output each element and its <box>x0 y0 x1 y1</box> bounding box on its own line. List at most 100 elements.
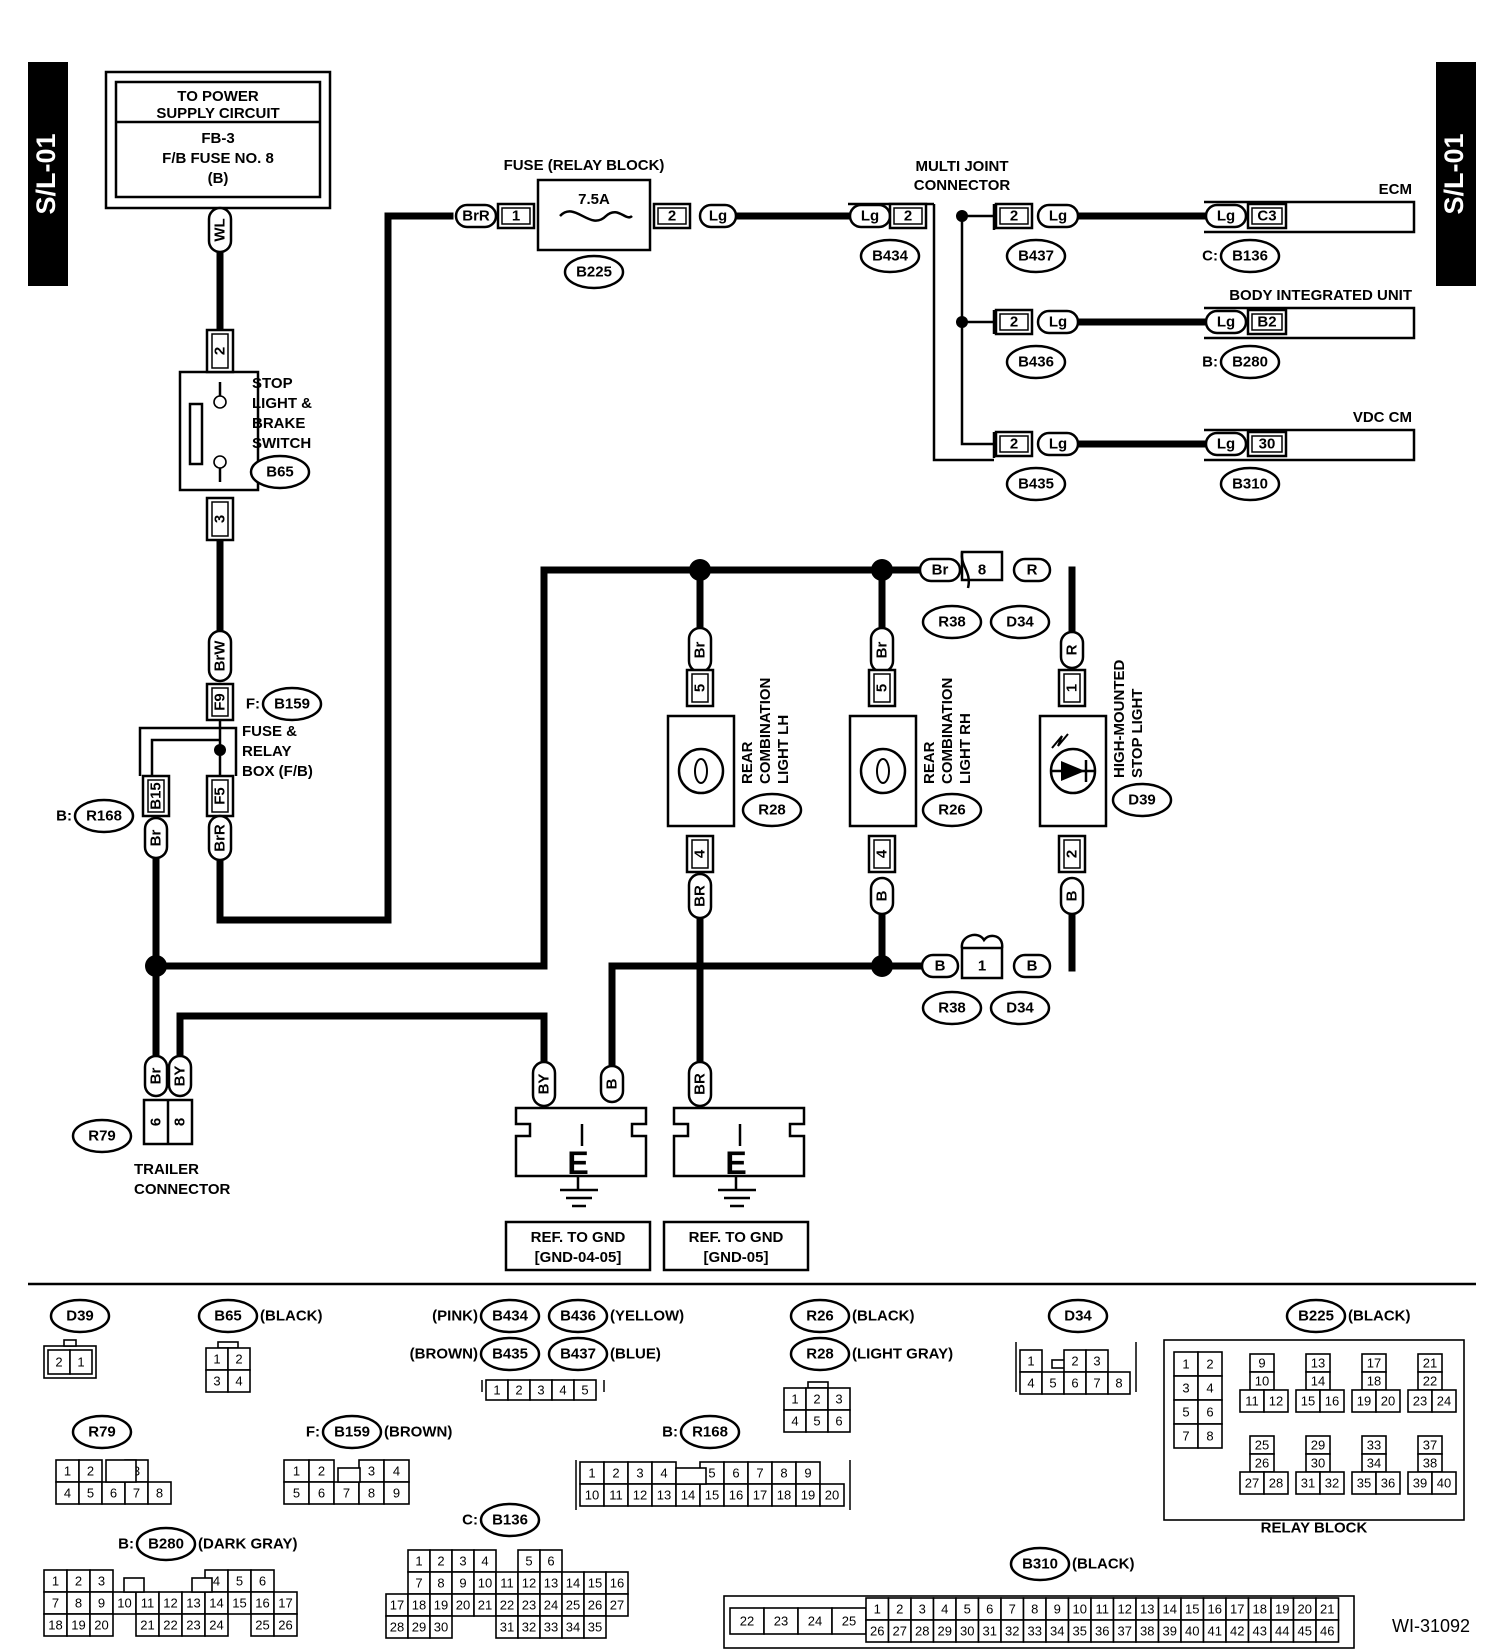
fb-l2: RELAY <box>242 743 291 760</box>
svg-text:16: 16 <box>1208 1602 1222 1617</box>
svg-text:F:: F: <box>306 1424 320 1441</box>
legend-b225-h3: 33 <box>1361 1435 1387 1455</box>
svg-text:R: R <box>1027 562 1038 579</box>
svg-text:10: 10 <box>1255 1374 1269 1389</box>
svg-text:19: 19 <box>801 1488 815 1503</box>
svg-text:B: B <box>874 890 891 901</box>
power-line-5: (B) <box>208 170 229 187</box>
connector-id-D34: D34 <box>989 604 1051 640</box>
svg-text:7: 7 <box>415 1576 422 1591</box>
svg-text:1: 1 <box>77 1355 84 1370</box>
power-line-1: TO POWER <box>177 88 259 105</box>
legend-b225-g4b: 22 <box>1417 1371 1443 1391</box>
svg-text:B: B <box>935 958 946 975</box>
svg-text:6: 6 <box>110 1486 117 1501</box>
svg-text:3: 3 <box>1182 1381 1189 1396</box>
svg-text:8: 8 <box>437 1576 444 1591</box>
switch-l1: STOP <box>252 375 293 392</box>
legend-b225-g4: 21 <box>1417 1353 1443 1373</box>
svg-text:5: 5 <box>813 1414 820 1429</box>
svg-text:8: 8 <box>1031 1602 1038 1617</box>
switch-l3: BRAKE <box>252 415 305 432</box>
ground-2: E REF. TO GND [GND-05] <box>662 1106 810 1272</box>
svg-text:1: 1 <box>1182 1357 1189 1372</box>
svg-text:16: 16 <box>255 1596 269 1611</box>
svg-text:4: 4 <box>692 849 709 858</box>
svg-text:16: 16 <box>1325 1394 1339 1409</box>
svg-text:2: 2 <box>55 1355 62 1370</box>
svg-text:13: 13 <box>657 1488 671 1503</box>
svg-text:R38: R38 <box>938 1000 966 1017</box>
svg-text:23: 23 <box>186 1618 200 1633</box>
power-supply-box: TO POWER SUPPLY CIRCUIT FB-3 F/B FUSE NO… <box>104 70 332 210</box>
svg-text:33: 33 <box>1028 1624 1042 1639</box>
wire-tag: Br <box>918 557 962 583</box>
legend-id-D39: D39 <box>49 1298 111 1334</box>
wire-tag: B <box>920 953 960 979</box>
legend-b225-g3: 17 <box>1361 1353 1387 1373</box>
svg-text:18: 18 <box>1367 1374 1381 1389</box>
svg-text:B2: B2 <box>1257 314 1276 331</box>
svg-text:18: 18 <box>777 1488 791 1503</box>
svg-text:27: 27 <box>1245 1476 1259 1491</box>
legend-b225-g1: 9 <box>1249 1353 1275 1373</box>
svg-text:11: 11 <box>141 1596 155 1611</box>
wire-tag: BR <box>687 872 713 920</box>
svg-text:R38: R38 <box>938 614 966 631</box>
pin-box: C3 <box>1246 202 1288 230</box>
svg-text:17: 17 <box>1230 1602 1244 1617</box>
legend-text: (YELLOW) <box>610 1308 684 1325</box>
svg-text:17: 17 <box>1367 1356 1381 1371</box>
fb-l3: BOX (F/B) <box>242 763 313 780</box>
svg-text:5: 5 <box>1049 1376 1056 1391</box>
svg-text:B:: B: <box>1202 354 1218 371</box>
svg-text:36: 36 <box>1095 1624 1109 1639</box>
connector-id-B436: B436 <box>1005 344 1067 380</box>
svg-text:B159: B159 <box>334 1424 370 1441</box>
wire-tag: Lg <box>1036 203 1080 229</box>
fuse-relay-block: FUSE (RELAY BLOCK) 7.5A <box>504 157 664 252</box>
svg-text:19: 19 <box>71 1618 85 1633</box>
svg-text:Br: Br <box>692 642 709 659</box>
svg-text:28: 28 <box>915 1624 929 1639</box>
high-mounted-stop-light: HIGH-MOUNTED STOP LIGHT <box>1038 660 1146 828</box>
svg-text:46: 46 <box>1320 1624 1334 1639</box>
svg-text:17: 17 <box>278 1596 292 1611</box>
svg-text:11: 11 <box>500 1576 514 1591</box>
wire-tag: Lg <box>1036 309 1080 335</box>
svg-text:BR: BR <box>692 1073 709 1095</box>
svg-text:20: 20 <box>94 1618 108 1633</box>
svg-text:B434: B434 <box>872 248 909 265</box>
svg-text:D34: D34 <box>1064 1308 1092 1325</box>
svg-text:2: 2 <box>612 1466 619 1481</box>
svg-text:27: 27 <box>610 1598 624 1613</box>
svg-text:6: 6 <box>986 1602 993 1617</box>
svg-text:3: 3 <box>368 1464 375 1479</box>
svg-text:8: 8 <box>156 1486 163 1501</box>
connector-id-R28: R28 <box>741 792 803 828</box>
svg-text:19: 19 <box>1357 1394 1371 1409</box>
svg-text:B136: B136 <box>1232 248 1268 265</box>
svg-text:2: 2 <box>1010 208 1018 225</box>
pin-box: 2 <box>888 202 928 230</box>
wire-tag: R <box>1059 630 1085 670</box>
legend-text: (BLACK) <box>1348 1308 1410 1325</box>
svg-text:21: 21 <box>140 1618 154 1633</box>
wire-tag: B <box>869 876 895 916</box>
junction-dot <box>871 955 893 977</box>
svg-text:11: 11 <box>609 1488 623 1503</box>
svg-text:1: 1 <box>1064 684 1081 692</box>
connector-id-B435: B435 <box>1005 466 1067 502</box>
svg-text:8: 8 <box>75 1596 82 1611</box>
svg-text:5: 5 <box>708 1466 715 1481</box>
ground-1-mark: E <box>567 1145 588 1181</box>
pin-box: 2 <box>994 430 1034 458</box>
svg-text:BrW: BrW <box>212 640 229 672</box>
svg-text:33: 33 <box>544 1620 558 1635</box>
